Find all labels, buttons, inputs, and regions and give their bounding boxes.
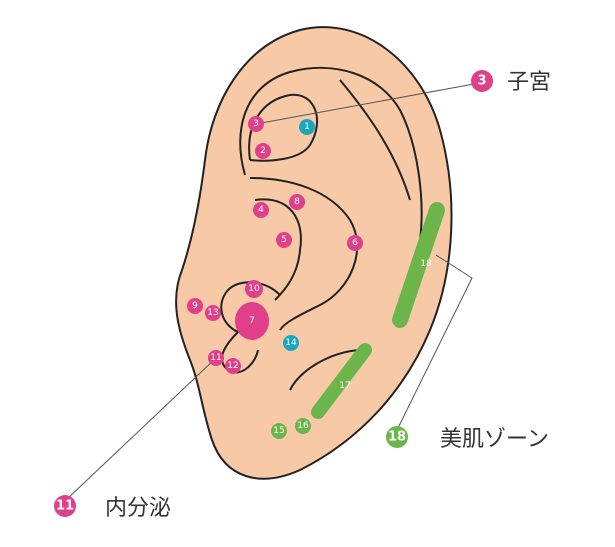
point-11: 11 [208, 350, 224, 366]
svg-text:3: 3 [253, 119, 259, 129]
point-2: 2 [255, 143, 271, 159]
point-9: 9 [187, 298, 203, 314]
svg-text:子宮: 子宮 [507, 70, 551, 95]
zone-17-label: 17 [339, 381, 350, 391]
leader-line-11 [65, 357, 217, 501]
point-12: 12 [225, 358, 241, 374]
svg-text:10: 10 [248, 284, 260, 294]
point-13: 13 [205, 305, 221, 321]
callout-3: 3 子宮 [471, 70, 551, 95]
svg-text:2: 2 [260, 146, 266, 156]
lobe-fold-line [289, 349, 361, 391]
point-3: 3 [248, 116, 264, 132]
svg-text:11: 11 [210, 353, 221, 363]
zone-17-bar [311, 343, 372, 419]
antihelix-line-2 [249, 177, 359, 331]
svg-text:8: 8 [294, 197, 300, 207]
point-1: 1 [299, 119, 315, 135]
point-5: 5 [276, 232, 292, 248]
zone-18-bar [392, 202, 445, 328]
point-15: 15 [271, 423, 287, 439]
point-8: 8 [289, 194, 305, 210]
svg-text:4: 4 [258, 205, 264, 215]
point-10: 10 [245, 280, 263, 298]
svg-text:12: 12 [227, 361, 238, 371]
zone-18-label: 18 [420, 259, 432, 269]
svg-text:11: 11 [56, 499, 74, 514]
antihelix-line-1 [339, 79, 411, 201]
svg-text:美肌ゾーン: 美肌ゾーン [440, 427, 549, 452]
leader-line-3 [255, 83, 475, 125]
point-6: 6 [347, 235, 363, 251]
svg-text:7: 7 [249, 316, 255, 326]
tragus-line [220, 281, 281, 374]
svg-text:1: 1 [304, 122, 310, 132]
point-14: 14 [283, 335, 299, 351]
svg-text:3: 3 [477, 74, 486, 89]
svg-text:14: 14 [285, 338, 297, 348]
svg-text:16: 16 [297, 421, 309, 431]
helix-fold-line [239, 66, 423, 241]
svg-text:13: 13 [207, 308, 218, 318]
svg-text:15: 15 [273, 426, 284, 436]
callout-11: 11 内分泌 [54, 495, 171, 521]
svg-text:6: 6 [352, 238, 358, 248]
svg-text:18: 18 [388, 430, 406, 445]
callout-18: 18 美肌ゾーン [386, 426, 549, 452]
leader-line-18 [397, 254, 473, 429]
concha-line [254, 198, 302, 301]
point-4: 4 [253, 202, 269, 218]
svg-text:内分泌: 内分泌 [105, 496, 171, 521]
svg-text:9: 9 [192, 301, 198, 311]
point-7: 7 [235, 302, 269, 340]
point-16: 16 [295, 418, 311, 434]
svg-text:5: 5 [281, 235, 287, 245]
